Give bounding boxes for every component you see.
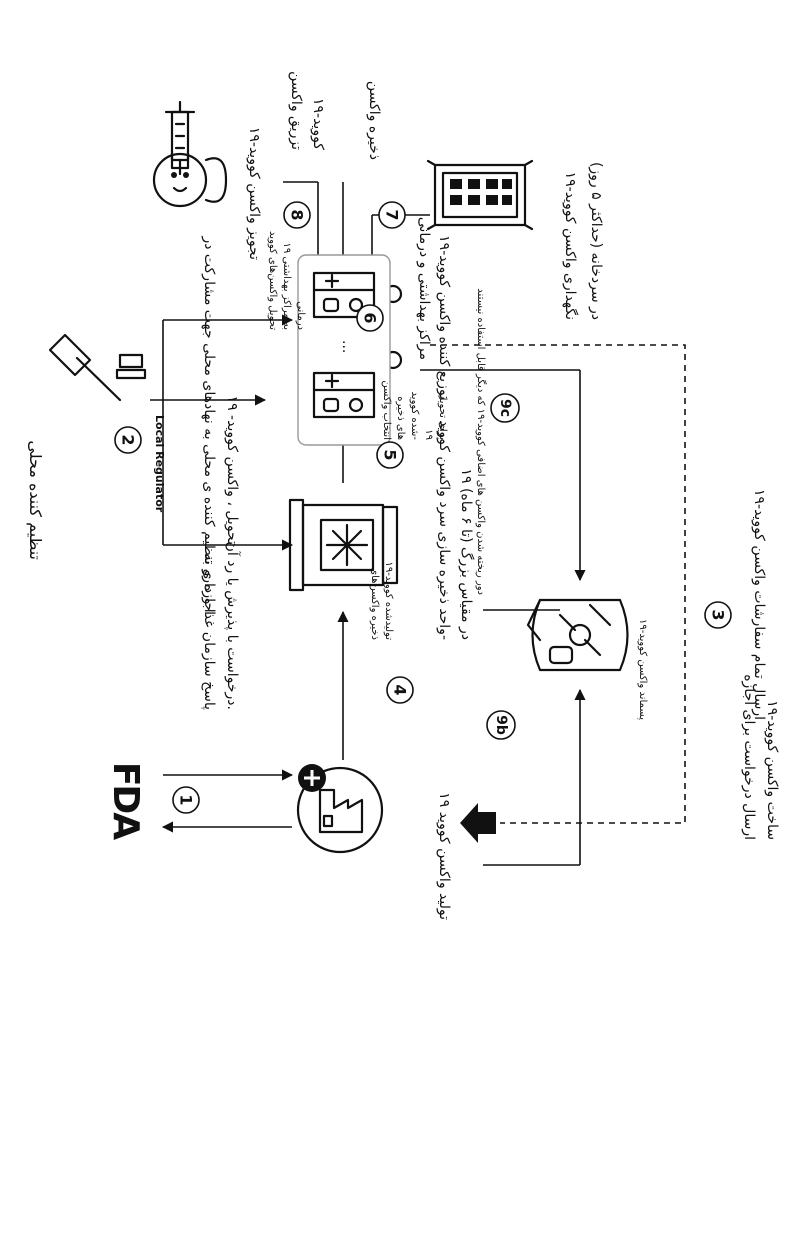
svg-text:5: 5	[381, 449, 400, 460]
inject-label: تزریق واکسن کووید-۱۹	[288, 71, 326, 150]
step-badge-6: 6	[357, 305, 383, 331]
step-badge-4: 4	[387, 677, 413, 703]
health-centers-label: مراکز بهداشتی و درمانی	[416, 217, 432, 360]
prescribe-label: تجویز واکسن کووید-۱۹	[246, 127, 262, 260]
svg-text:1: 1	[177, 794, 196, 805]
svg-text:···: ···	[335, 340, 351, 353]
svg-text:در سردخانه (حداکثر ۵ روز): در سردخانه (حداکثر ۵ روز)	[588, 162, 604, 320]
local-regulator-logo-text: Local Regulator	[153, 415, 166, 513]
step-badge-9b: 9b	[487, 711, 515, 739]
svg-text:8: 8	[288, 209, 307, 220]
svg-text:6: 6	[361, 312, 380, 323]
store-produced-label: ذخیره واکسن‌های تولیدشده کووید-۱۹	[369, 562, 394, 641]
cold-storage-label: واحد ذخیره سازی سرد واکسن کووید- ۱۹ در م…	[436, 420, 476, 640]
svg-text:ذخیره واکسن‌های: ذخیره واکسن‌های	[369, 567, 380, 640]
svg-text:3: 3	[709, 609, 728, 620]
produce-vaccine-label: تولید واکسن کووید ۱۹	[436, 792, 452, 920]
svg-text:اجازه ی تنظیم کننده ی محلی به: اجازه ی تنظیم کننده ی محلی به نهادهای مح…	[201, 235, 217, 615]
svg-text:کووید-۱۹: کووید-۱۹	[310, 98, 326, 150]
svg-text:انتخاب واکسن: انتخاب واکسن	[381, 380, 392, 440]
svg-text:شده کووید-: شده کووید-	[409, 392, 420, 441]
step-badge-9c: 9c	[491, 394, 519, 422]
step-badge-3: 3	[705, 602, 731, 628]
svg-text:نگهداری واکسن کووید-۱۹: نگهداری واکسن کووید-۱۹	[562, 172, 579, 320]
store-vaccine-label: ذخیره واکسن	[366, 81, 382, 160]
svg-text:تولیدشده کووید-۱۹: تولیدشده کووید-۱۹	[383, 562, 394, 641]
svg-text:درمانی: درمانی	[295, 301, 306, 330]
local-regulator-title: تنظیم کننده محلی	[26, 440, 45, 560]
svg-text:۱۹ در مقیاس بزرگ (تا ۶ ماه): ۱۹ در مقیاس بزرگ (تا ۶ ماه)	[458, 468, 476, 640]
keep-fridge-label: نگهداری واکسن کووید-۱۹ در سردخانه (حداکث…	[562, 162, 604, 320]
step-badge-8: 8	[284, 202, 310, 228]
step-badge-5: 5	[377, 442, 403, 468]
discard-label: دور ریخته شدن واکسن های اضافی کووید-۱۹ ک…	[475, 288, 487, 595]
vaccine-fridge-icon	[428, 161, 532, 229]
svg-text:۱۹: ۱۹	[423, 429, 434, 440]
svg-text:FDA: FDA	[105, 762, 146, 840]
svg-text:2: 2	[119, 434, 138, 445]
svg-text:9b: 9b	[493, 715, 509, 735]
svg-text:۱۹ به مراکز بهداشتی: ۱۹ به مراکز بهداشتی	[281, 242, 292, 330]
doctor-icon	[154, 154, 226, 206]
gavel-icon	[50, 335, 145, 400]
step-badge-2: 2	[115, 427, 141, 453]
svg-text:واحد ذخیره سازی سرد واکسن کووی: واحد ذخیره سازی سرد واکسن کووید-	[436, 420, 452, 640]
health-center-icon: ···	[298, 255, 390, 445]
return-arrow-icon	[460, 803, 496, 843]
factory-icon	[298, 764, 382, 852]
svg-text:درخواست با پذیرش یا رد آن.: درخواست با پذیرش یا رد آن.	[224, 542, 241, 710]
svg-text:4: 4	[391, 684, 410, 695]
step-badge-1: 1	[173, 787, 199, 813]
send-orders-label: ارسال تمام سفارشات واکسن کووید-۱۹	[751, 489, 767, 720]
svg-text:تحویل واکسن‌های کووید: تحویل واکسن‌های کووید	[267, 231, 278, 330]
svg-text:ساخت واکسن کووید-۱۹: ساخت واکسن کووید-۱۹	[764, 700, 780, 840]
svg-text:7: 7	[383, 209, 402, 220]
svg-text:های ذخیره: های ذخیره	[395, 396, 406, 440]
svg-text:برای تحویل: برای تحویل	[437, 393, 448, 440]
svg-text:9c: 9c	[497, 399, 513, 417]
fda-logo-icon: FDA	[102, 762, 154, 840]
syringe-icon	[166, 102, 194, 174]
svg-text:تحویل ، واکسن کووید- ۱۹: تحویل ، واکسن کووید- ۱۹	[224, 396, 240, 546]
waste-label: پسماند واکسن کووید-۱۹	[637, 619, 648, 720]
step-badge-7: 7	[379, 202, 405, 228]
svg-text:تزریق واکسن: تزریق واکسن	[288, 71, 304, 150]
distributor-label: توزیع کننده واکسن کووید-۱۹	[436, 235, 452, 400]
